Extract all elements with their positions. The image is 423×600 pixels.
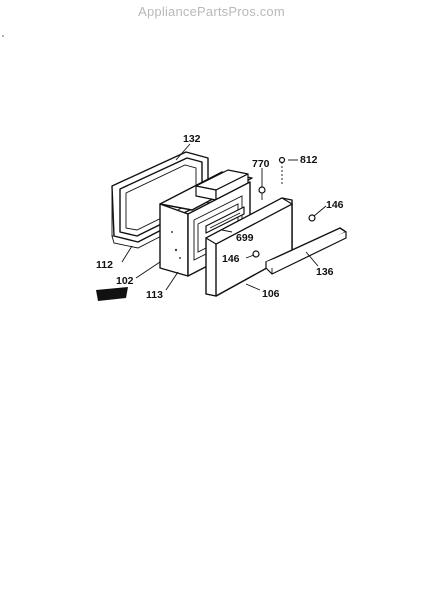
callout-770: 770: [252, 158, 270, 170]
part-770-screw: [258, 186, 266, 200]
part-812-screw: [278, 156, 286, 184]
callout-112: 112: [96, 259, 113, 271]
callout-146-lower: 146: [222, 253, 240, 265]
part-106-outer-door-panel: [205, 197, 293, 297]
callout-132: 132: [183, 133, 201, 145]
callout-113: 113: [146, 289, 163, 301]
callout-102: 102: [116, 275, 134, 287]
part-136-handle: [265, 227, 347, 275]
leader-lines: [121, 143, 327, 291]
part-146-screw-upper: [308, 214, 316, 222]
part-102-inner-panel: [159, 169, 253, 277]
callout-136: 136: [316, 266, 334, 278]
part-146-screw-lower: [252, 250, 260, 258]
callout-106: 106: [262, 288, 280, 300]
callout-812: 812: [300, 154, 318, 166]
black-label-swatch: [96, 287, 128, 301]
watermark: AppliancePartsPros.com: [138, 4, 285, 19]
margin-dot: [2, 35, 4, 37]
callout-146-upper: 146: [326, 199, 344, 211]
callout-699: 699: [236, 232, 254, 244]
